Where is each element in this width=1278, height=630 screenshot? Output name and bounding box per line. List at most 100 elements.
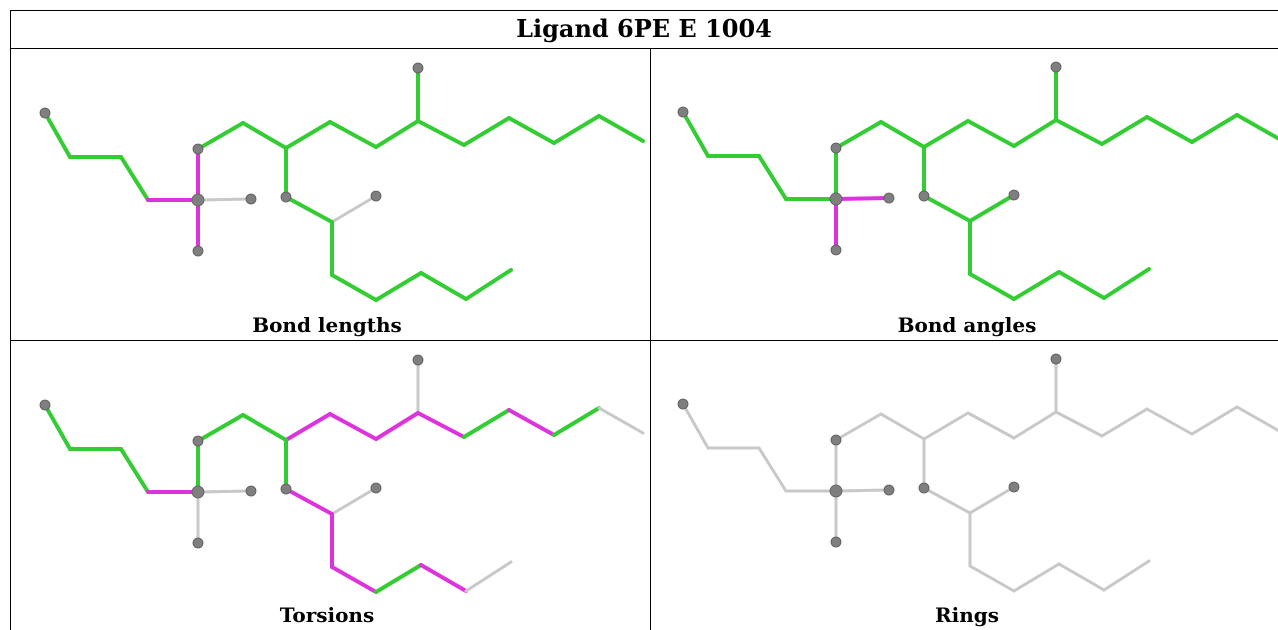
bond-lengths-caption: Bond lengths [252,313,402,337]
rings-diagram [677,353,1278,593]
bond-j-segment-2 [1145,115,1194,144]
bond-j-segment-2 [507,408,556,437]
bond-d-segment-0 [196,489,253,494]
atom-6 [1008,481,1020,493]
bond-n-segment-2 [374,271,423,302]
bond-l-segment-0 [922,194,972,223]
atom-6 [370,482,382,494]
bond-a-segment-0 [43,403,72,451]
bond-n-segment-2 [1012,270,1061,301]
atom-7 [1050,353,1062,365]
bond-j-segment-4 [1235,113,1278,141]
bond-j-segment-1 [462,408,511,439]
bond-n-segment-4 [464,268,513,301]
atom-3 [883,192,895,204]
bond-f-segment-1 [241,121,288,150]
atom-7 [412,354,424,366]
bond-j-segment-0 [416,119,466,147]
bond-g-segment-1 [328,120,378,149]
bond-j-segment-2 [507,116,556,145]
atom-2 [829,484,843,498]
atom-1 [192,435,204,447]
bond-n-segment-3 [1057,270,1106,300]
atom-3 [245,485,257,497]
bond-j-segment-0 [416,411,466,439]
atom-3 [245,193,257,205]
rings-caption: Rings [934,603,999,627]
row-divider [10,340,1278,341]
bond-l-segment-0 [922,486,972,515]
bond-g-segment-0 [922,411,970,441]
table-border-top [10,10,1278,11]
atom-4 [830,244,842,256]
bond-d-segment-0 [834,196,891,201]
atom-5 [918,190,930,202]
atom-4 [830,536,842,548]
bond-n-segment-3 [419,271,468,301]
bond-f-segment-1 [241,413,288,442]
bond-j-segment-4 [597,406,645,435]
bond-f-segment-0 [834,412,883,442]
atom-6 [370,190,382,202]
atom-5 [280,191,292,203]
bond-j-segment-1 [1100,115,1149,146]
bond-g-segment-1 [966,411,1016,440]
bond-n-segment-4 [1102,267,1151,300]
atom-3 [883,484,895,496]
title-divider [10,48,1278,49]
bond-g-segment-1 [328,412,378,441]
atom-6 [1008,189,1020,201]
bond-g-segment-1 [966,119,1016,148]
table-title: Ligand 6PE E 1004 [516,14,772,43]
bond-lengths-diagram [39,62,645,302]
bond-a-segment-0 [43,111,72,159]
bond-n-segment-1 [330,565,378,594]
bond-f-segment-1 [879,412,926,441]
bond-a-segment-2 [119,447,150,494]
bond-angles-caption: Bond angles [897,313,1037,337]
bond-a-segment-2 [757,154,788,201]
bond-f-segment-1 [879,120,926,149]
bond-n-segment-4 [464,560,513,593]
bond-j-segment-1 [462,116,511,147]
atom-5 [280,483,292,495]
bond-f-segment-0 [834,120,883,150]
bond-h-segment-0 [1012,410,1058,440]
atom-2 [191,485,205,499]
bond-j-segment-4 [597,114,645,143]
bond-j-segment-3 [552,406,601,437]
bond-angles-diagram [677,61,1278,301]
bond-g-segment-0 [284,412,332,442]
table-border-left [10,10,11,630]
bond-j-segment-3 [552,114,601,145]
bond-h-segment-0 [374,119,420,149]
atom-7 [412,62,424,74]
atom-4 [192,537,204,549]
bond-a-segment-0 [681,110,710,158]
bond-n-segment-1 [330,273,378,302]
bond-h-segment-0 [1012,118,1058,148]
column-divider [650,48,651,630]
bond-g-segment-0 [922,119,970,149]
bond-l-segment-0 [284,195,334,224]
atom-1 [830,434,842,446]
bond-m-segment-0 [330,194,378,224]
atom-0 [677,398,689,410]
bond-a-segment-2 [757,446,788,493]
bond-n-segment-3 [419,563,468,593]
bond-m-segment-0 [968,193,1016,223]
bond-j-segment-3 [1190,113,1239,144]
bond-n-segment-3 [1057,562,1106,592]
torsions-diagram [39,354,645,594]
bond-l-segment-0 [284,487,334,516]
bond-n-segment-1 [968,272,1016,301]
bond-n-segment-1 [968,564,1016,593]
atom-1 [192,143,204,155]
bond-n-segment-4 [1102,559,1151,592]
bond-j-segment-2 [1145,407,1194,436]
atom-0 [39,107,51,119]
atom-1 [830,142,842,154]
bond-a-segment-0 [681,402,710,450]
bond-m-segment-0 [330,486,378,516]
bond-j-segment-4 [1235,405,1278,433]
